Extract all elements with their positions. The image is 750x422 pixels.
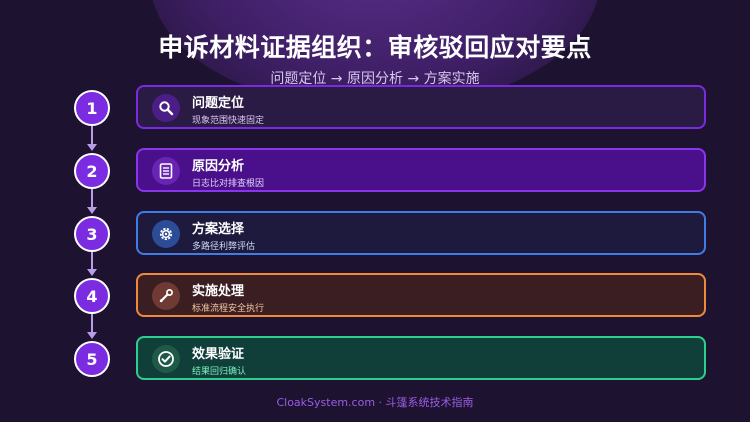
connector-4-5 [91, 312, 93, 334]
connector-2-3 [91, 187, 93, 209]
step-desc-2: 日志比对排查根因 [192, 179, 265, 189]
step-card-5: 效果验证 结果回归确认 [136, 336, 706, 380]
step-desc-3: 多路径利弊评估 [192, 242, 256, 252]
step-card-4: 实施处理 标准流程安全执行 [136, 273, 706, 317]
step-number-1: 1 [74, 90, 110, 126]
footer-credit: CloakSystem.com · 斗篷系统技术指南 [276, 396, 474, 409]
step-desc-4: 标准流程安全执行 [192, 304, 265, 314]
arrow-1-2 [87, 144, 97, 151]
arrow-2-3 [87, 207, 97, 214]
step-card-1: 问题定位 现象范围快速固定 [136, 85, 706, 129]
gear-icon [152, 220, 180, 248]
step-number-3: 3 [74, 216, 110, 252]
wrench-icon [152, 282, 180, 310]
page-subtitle: 问题定位 → 原因分析 → 方案实施 [270, 71, 480, 87]
step-number-2: 2 [74, 153, 110, 189]
arrow-4-5 [87, 332, 97, 339]
connector-3-4 [91, 250, 93, 271]
step-desc-1: 现象范围快速固定 [192, 116, 265, 126]
step-card-2: 原因分析 日志比对排查根因 [136, 148, 706, 192]
step-number-4: 4 [74, 278, 110, 314]
arrow-3-4 [87, 269, 97, 276]
search-icon [152, 94, 180, 122]
step-desc-5: 结果回归确认 [192, 367, 247, 377]
connector-1-2 [91, 124, 93, 146]
step-title-5: 效果验证 [192, 347, 245, 362]
page-title: 申诉材料证据组织：审核驳回应对要点 [158, 33, 592, 62]
check-circle-icon [152, 345, 180, 373]
step-title-3: 方案选择 [192, 222, 245, 237]
step-title-1: 问题定位 [192, 96, 245, 111]
step-card-3: 方案选择 多路径利弊评估 [136, 211, 706, 255]
step-title-2: 原因分析 [192, 159, 245, 174]
step-number-5: 5 [74, 341, 110, 377]
step-title-4: 实施处理 [192, 284, 245, 299]
document-icon [152, 157, 180, 185]
